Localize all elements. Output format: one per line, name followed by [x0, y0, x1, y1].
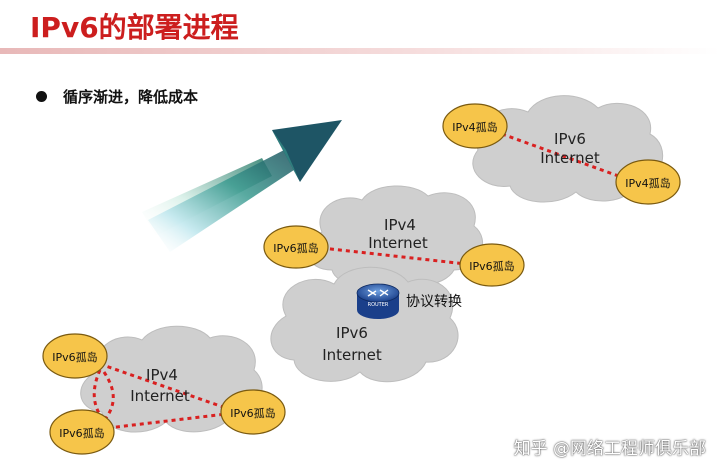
svg-text:IPv6孤岛: IPv6孤岛	[52, 350, 97, 364]
stage2-top-cloud-label-line1: IPv4	[384, 216, 416, 234]
stage2-bottom-cloud	[270, 266, 459, 383]
stage2-bottom-cloud-label-line1: IPv6	[336, 324, 368, 342]
svg-text:IPv4孤岛: IPv4孤岛	[452, 120, 497, 134]
title-divider	[0, 48, 720, 54]
stage2-top-cloud-label-line2: Internet	[368, 234, 428, 252]
router-label: 协议转换	[406, 293, 462, 310]
bullet-text: 循序渐进，降低成本	[63, 88, 199, 106]
svg-text:IPv6孤岛: IPv6孤岛	[230, 406, 275, 420]
stage3-cloud-label-line1: IPv6	[554, 130, 586, 148]
bullet-icon	[36, 91, 47, 102]
stage2-island-1: IPv6孤岛	[263, 225, 329, 269]
stage3-cloud-label-line2: Internet	[540, 149, 600, 167]
stage1-cloud-label-line2: Internet	[130, 387, 190, 405]
page-title: IPv6的部署进程	[30, 11, 239, 44]
stage1-island-2: IPv6孤岛	[49, 409, 115, 455]
stage1-island-3: IPv6孤岛	[220, 389, 286, 435]
stage2-island-2: IPv6孤岛	[459, 243, 525, 287]
stage1-links	[92, 362, 227, 430]
stage3-link	[501, 132, 625, 180]
stage1-cloud-label-line1: IPv4	[146, 366, 178, 384]
stage3-island-1: IPv4孤岛	[442, 103, 508, 149]
router-icon: ROUTER	[356, 283, 400, 319]
stage2-link	[321, 246, 467, 266]
svg-text:IPv6孤岛: IPv6孤岛	[273, 241, 318, 255]
stage1-island-1: IPv6孤岛	[42, 333, 108, 379]
progress-arrow-icon	[142, 120, 342, 252]
svg-text:IPv6孤岛: IPv6孤岛	[59, 426, 104, 440]
stage2-bottom-cloud-label-line2: Internet	[322, 346, 382, 364]
watermark: 知乎 @网络工程师俱乐部	[513, 439, 706, 459]
bullet-item: 循序渐进，降低成本	[36, 86, 198, 107]
svg-text:IPv4孤岛: IPv4孤岛	[625, 176, 670, 190]
router-text: ROUTER	[368, 302, 389, 308]
stage3-island-2: IPv4孤岛	[615, 159, 681, 205]
svg-text:IPv6孤岛: IPv6孤岛	[469, 259, 514, 273]
